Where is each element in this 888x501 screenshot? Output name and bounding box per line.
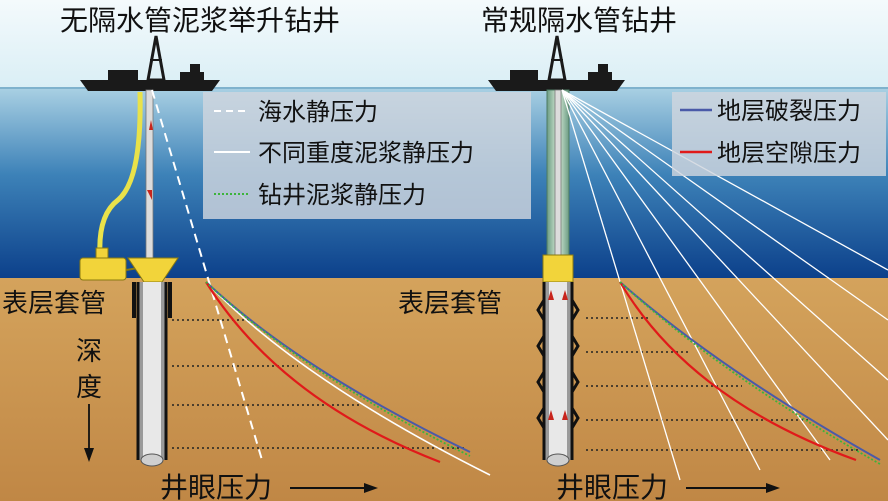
drilling-mud-pressure-left [205,281,471,457]
pressure-axis-arrow-left [290,483,378,493]
fracture-pressure-left [205,281,471,453]
depth-axis-char-1: 深 [76,337,102,367]
title-left: 无隔水管泥浆举升钻井 [60,4,340,37]
mud-return-line [97,91,143,256]
legend-item-drilling-mud: 钻井泥浆静压力 [258,181,426,209]
bop-stack [542,254,574,283]
fracture-pressure-right [619,281,881,461]
title-right: 常规隔水管钻井 [481,4,677,37]
mud-static-pressure-left [205,281,491,476]
seawater-pressure-left [151,89,263,461]
legend-left: 海水静压力 不同重度泥浆静压力 钻井泥浆静压力 [203,92,531,219]
subsea-pump [79,247,139,281]
casing-label-right: 表层套管 [398,289,502,319]
pressure-curves-left [151,89,491,476]
drill-ship-right [488,35,625,91]
casing-right [536,282,580,467]
pressure-axis-arrow-right [686,483,780,493]
pressure-axis-label-right: 井眼压力 [556,471,668,501]
flow-arrows-right [548,290,568,420]
legend-item-seawater: 海水静压力 [258,98,378,126]
casing-label-left: 表层套管 [2,289,106,319]
pressure-axis-label-left: 井眼压力 [160,471,272,501]
drill-ship-left [80,35,220,91]
depth-axis-char-2: 度 [76,373,102,403]
legend-item-pore: 地层空隙压力 [717,139,861,167]
pressure-curves-right [619,281,881,465]
pore-pressure-right [619,281,857,462]
legend-item-mud-density: 不同重度泥浆静压力 [258,139,474,167]
casing-left [132,282,172,467]
depth-axis: 深 度 [76,337,102,462]
legend-item-fracture: 地层破裂压力 [717,97,861,125]
pore-pressure-left [205,281,441,464]
legend-right: 地层破裂压力 地层空隙压力 [672,92,886,176]
drilling-mud-pressure-right [619,281,881,465]
